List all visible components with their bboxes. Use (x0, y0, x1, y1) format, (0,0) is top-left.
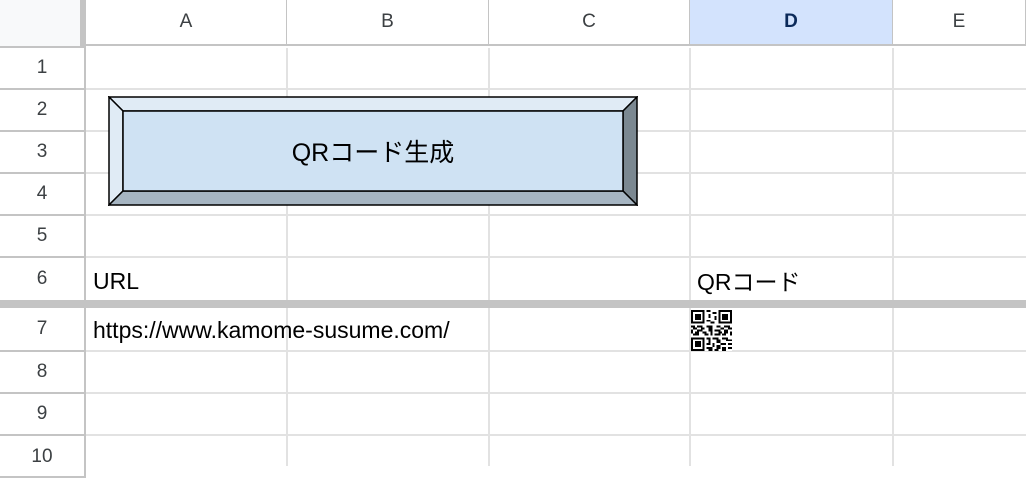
column-header-e[interactable]: E (893, 0, 1026, 46)
gridline (86, 350, 1026, 352)
row-header-2[interactable]: 2 (0, 90, 86, 132)
bevel-button-shape (108, 96, 638, 206)
generate-qr-code-button-label: QRコード生成 (291, 139, 455, 167)
generate-qr-code-button[interactable]: QRコード生成 (108, 96, 638, 206)
cell-a6[interactable]: URL (93, 267, 140, 294)
gridline (286, 48, 288, 466)
row-header-5[interactable]: 5 (0, 216, 86, 258)
frozen-rows-divider[interactable] (0, 300, 1026, 308)
gridline (488, 48, 490, 466)
column-header-c[interactable]: C (489, 0, 690, 46)
cell-d6[interactable]: QRコード (697, 269, 801, 295)
gridline (689, 48, 691, 466)
row-header-1[interactable]: 1 (0, 48, 86, 90)
cell-a7[interactable]: https://www.kamome-susume.com/ (93, 316, 450, 343)
row-header-9[interactable]: 9 (0, 394, 86, 436)
gridline (892, 48, 894, 466)
row-header-10[interactable]: 10 (0, 436, 86, 478)
column-header-a[interactable]: A (86, 0, 287, 46)
row-header-7[interactable]: 7 (0, 308, 86, 352)
row-header-4[interactable]: 4 (0, 174, 86, 216)
gridline (86, 434, 1026, 436)
row-header-3[interactable]: 3 (0, 132, 86, 174)
qr-code-image[interactable] (691, 310, 732, 351)
gridline (86, 392, 1026, 394)
select-all-corner[interactable] (0, 0, 86, 48)
column-header-b[interactable]: B (287, 0, 489, 46)
gridline (86, 256, 1026, 258)
column-header-d[interactable]: D (690, 0, 893, 46)
gridline (86, 214, 1026, 216)
row-header-8[interactable]: 8 (0, 352, 86, 394)
row-header-6[interactable]: 6 (0, 258, 86, 300)
gridline (86, 88, 1026, 90)
